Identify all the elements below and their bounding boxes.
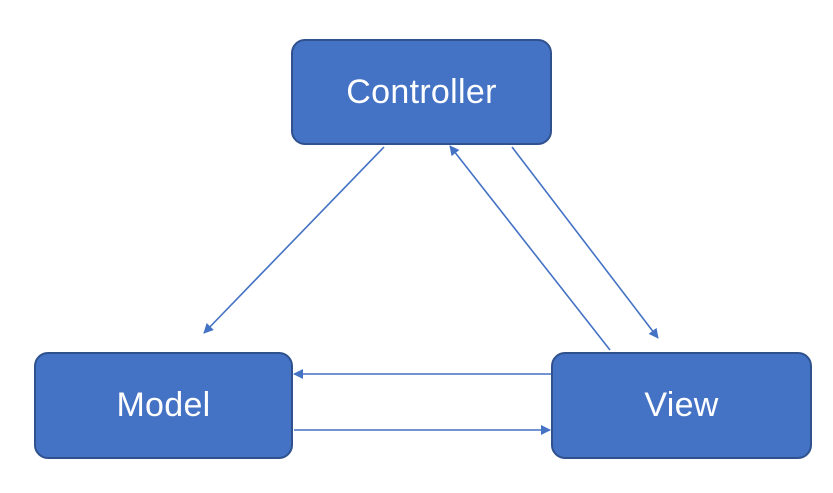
model-node: Model (34, 352, 293, 459)
controller-node: Controller (291, 39, 552, 145)
arrow-controller-to-model (203, 146, 385, 334)
view-label: View (644, 386, 719, 424)
arrow-controller-to-view (511, 146, 659, 339)
controller-label: Controller (346, 72, 497, 111)
view-node: View (551, 352, 812, 459)
arrow-view-to-controller (449, 145, 611, 351)
model-label: Model (116, 386, 211, 424)
